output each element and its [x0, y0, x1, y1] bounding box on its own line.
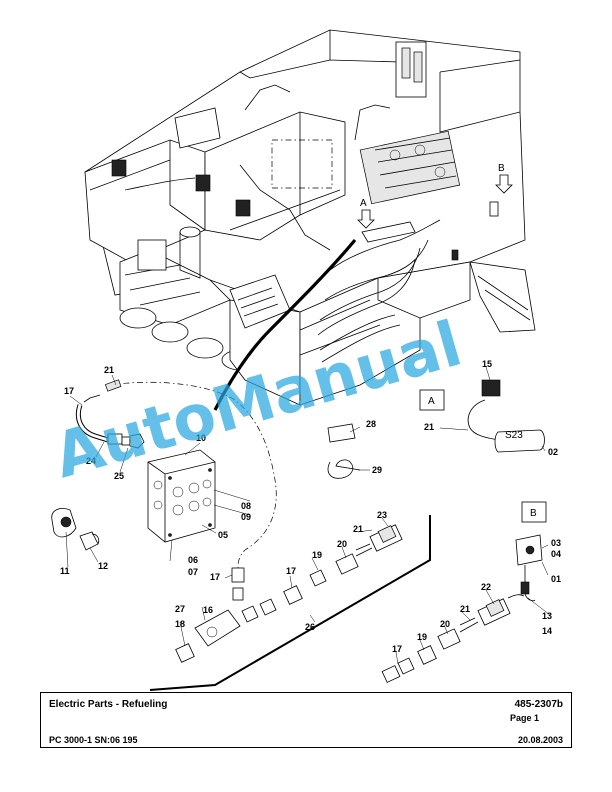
- beacon-lamp: [51, 508, 100, 551]
- callout-10: 10: [196, 433, 206, 443]
- model-serial: PC 3000-1 SN:06 195: [49, 735, 138, 745]
- bracket-tie: [327, 423, 361, 479]
- callout-25: 25: [114, 471, 124, 481]
- dashed-path: [109, 381, 277, 569]
- sensor-view-a: A S23: [419, 379, 545, 453]
- callout-20-b: 20: [440, 619, 450, 629]
- callout-17-c: 17: [392, 644, 402, 654]
- callout-29: 29: [372, 465, 382, 475]
- callout-17-a: 17: [210, 572, 220, 582]
- callout-03: 03: [551, 538, 561, 548]
- cable-harness: [124, 84, 441, 411]
- callout-28: 28: [366, 419, 376, 429]
- callout-06: 06: [188, 555, 198, 565]
- callout-17-b: 17: [286, 566, 296, 576]
- callout-26: 26: [305, 622, 315, 632]
- callout-22: 22: [481, 582, 491, 592]
- callout-20: 20: [337, 539, 347, 549]
- callout-07: 07: [188, 567, 198, 577]
- switch-view-b: B: [515, 501, 547, 602]
- sensor-label: S23: [505, 430, 523, 441]
- hose-assembly: [75, 379, 145, 449]
- callout-19-b: 19: [417, 632, 427, 642]
- machine-details: [111, 41, 499, 329]
- page-number: Page 1: [509, 713, 539, 723]
- junction-box: [147, 449, 216, 543]
- issue-date: 20.08.2003: [517, 735, 563, 745]
- view-marker-b: B: [498, 163, 505, 174]
- connector-chain-upper: [149, 515, 431, 691]
- view-b-frame: [521, 501, 547, 523]
- callout-01: 01: [551, 574, 561, 584]
- callout-21: 21: [353, 524, 363, 534]
- callout-23: 23: [377, 510, 387, 520]
- drawing-number: 485-2307b: [514, 699, 563, 710]
- callout-18: 18: [175, 619, 185, 629]
- callouts: 21 17 10 24 25 08 09 05 06 07 11 12 17 1…: [60, 359, 561, 665]
- view-b-label: B: [530, 508, 537, 519]
- view-marker-a: A: [360, 198, 367, 209]
- callout-17-hose: 17: [64, 386, 74, 396]
- title-block: Electric Parts - Refueling 485-2307b Pag…: [40, 692, 572, 748]
- callout-12: 12: [98, 561, 108, 571]
- callout-14: 14: [542, 626, 552, 636]
- callout-21-a: 21: [424, 422, 434, 432]
- callout-08: 08: [241, 501, 251, 511]
- callout-21-b: 21: [460, 604, 470, 614]
- machine-body: [84, 29, 536, 406]
- callout-24: 24: [86, 456, 96, 466]
- callout-27: 27: [175, 604, 185, 614]
- drawing-title: Electric Parts - Refueling: [49, 699, 168, 710]
- callout-19: 19: [312, 550, 322, 560]
- view-markers: A B: [357, 163, 513, 229]
- callout-02: 02: [548, 447, 558, 457]
- callout-04: 04: [551, 549, 561, 559]
- callout-13: 13: [542, 611, 552, 621]
- connector-chain-lower: [381, 594, 525, 683]
- callout-15: 15: [482, 359, 492, 369]
- callout-09: 09: [241, 512, 251, 522]
- callout-05: 05: [218, 530, 228, 540]
- callout-11: 11: [60, 566, 70, 576]
- callout-21-top: 21: [104, 365, 114, 375]
- view-a-frame: [419, 389, 445, 411]
- view-a-label: A: [428, 396, 435, 407]
- callout-16: 16: [203, 605, 213, 615]
